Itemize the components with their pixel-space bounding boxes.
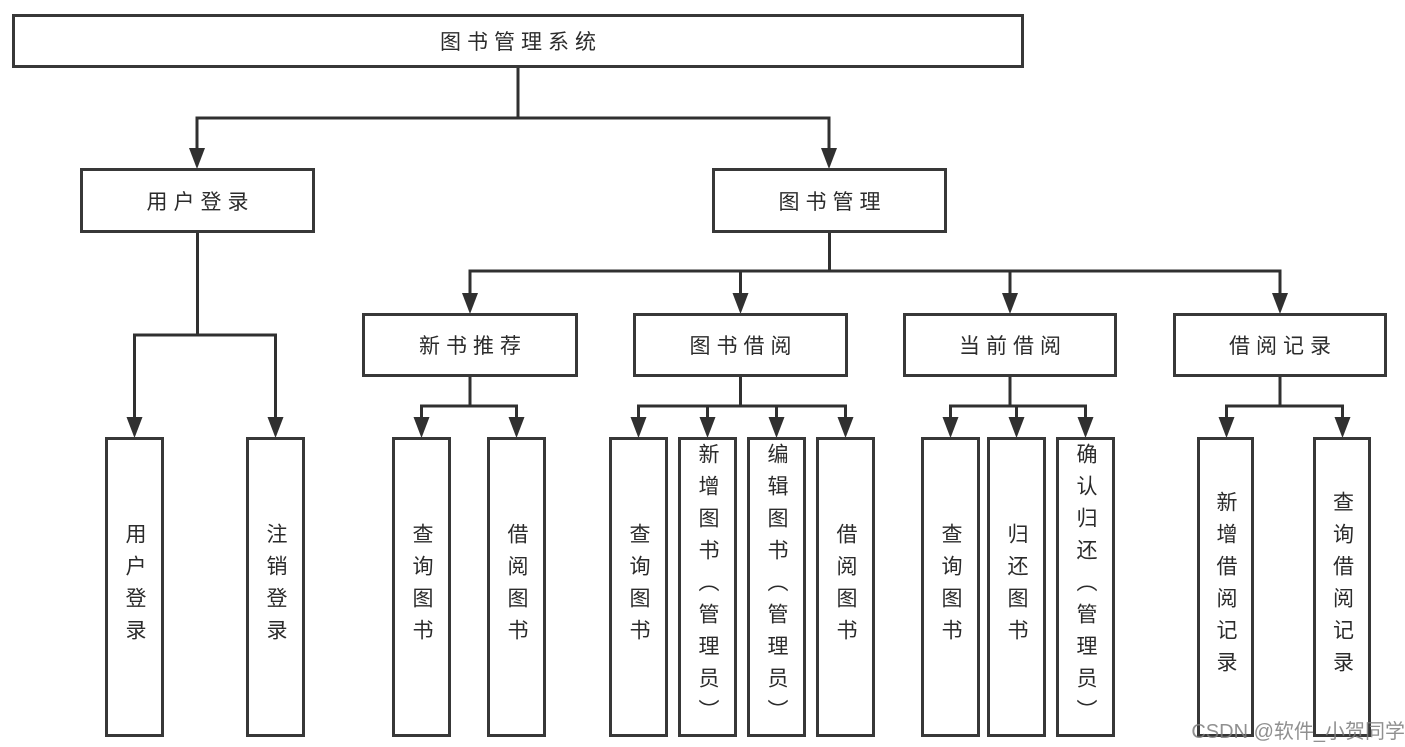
leaf-query-books-current: 查询图书 <box>921 437 980 737</box>
leaf-query-borrow-record: 查询借阅记录 <box>1313 437 1371 737</box>
leaf-add-book-admin: 新增图书（管理员） <box>678 437 737 737</box>
node-library-management-system: 图书管理系统 <box>12 14 1024 68</box>
node-book-borrowing: 图书借阅 <box>633 313 848 377</box>
leaf-confirm-return-admin: 确认归还（管理员） <box>1056 437 1115 737</box>
leaf-query-books-recommend: 查询图书 <box>392 437 451 737</box>
leaf-add-borrow-record: 新增借阅记录 <box>1197 437 1254 737</box>
leaf-return-books: 归还图书 <box>987 437 1046 737</box>
leaf-query-books-borrow: 查询图书 <box>609 437 668 737</box>
leaf-user-login: 用户登录 <box>105 437 164 737</box>
node-user-login: 用户登录 <box>80 168 315 233</box>
csdn-watermark: CSDN @软件_小贺同学 <box>1191 721 1405 743</box>
leaf-borrow-books-recommend: 借阅图书 <box>487 437 546 737</box>
leaf-edit-book-admin: 编辑图书（管理员） <box>747 437 806 737</box>
node-book-management: 图书管理 <box>712 168 947 233</box>
leaf-logout: 注销登录 <box>246 437 305 737</box>
node-borrowing-records: 借阅记录 <box>1173 313 1387 377</box>
node-current-borrowing: 当前借阅 <box>903 313 1117 377</box>
leaf-borrow-books-borrow: 借阅图书 <box>816 437 875 737</box>
node-new-book-recommendation: 新书推荐 <box>362 313 578 377</box>
